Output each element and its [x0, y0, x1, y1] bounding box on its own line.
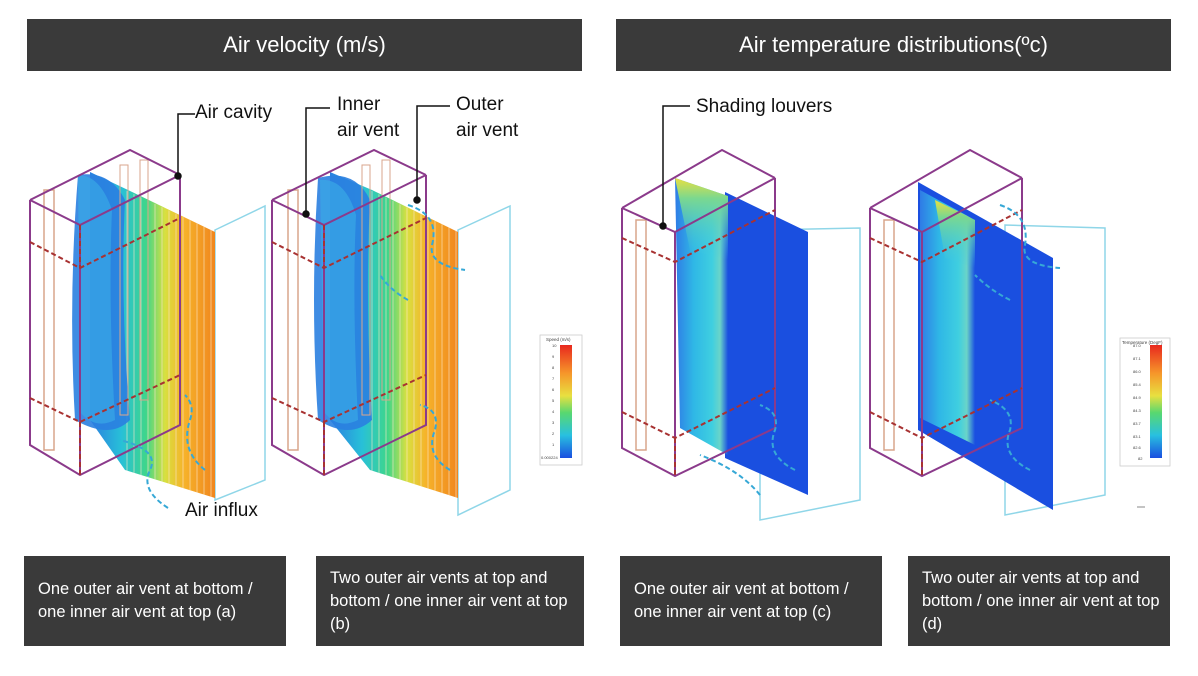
inner-air-vent-line2: air vent [337, 120, 400, 141]
speed-tick: 7 [552, 376, 555, 381]
outer-vent-leader [416, 105, 450, 200]
panel-a-illustration [29, 148, 266, 509]
panel-a-inner-pipe [43, 189, 55, 451]
caption-a-text: One outer air vent at bottom / one inner… [38, 580, 253, 621]
outer-air-vent-line1: Outer [456, 94, 504, 115]
caption-a: One outer air vent at bottom / one inner… [24, 556, 286, 646]
air-cavity-leader [177, 113, 195, 176]
panel-b-inner-pipe [287, 189, 299, 451]
temperature-tick: 84.3 [1133, 408, 1141, 413]
speed-tick: 0.000224 [541, 455, 558, 460]
shading-louvers-label: Shading louvers [696, 96, 833, 117]
caption-c: One outer air vent at bottom / one inner… [620, 556, 882, 646]
panel-b-outer-frame [457, 204, 511, 517]
caption-b: Two outer air vents at top and bottom / … [316, 556, 584, 646]
velocity-header-title: Air velocity (m/s) [223, 32, 386, 57]
speed-tick: 6 [552, 387, 555, 392]
air-cavity-label: Air cavity [195, 102, 273, 123]
caption-b-text: Two outer air vents at top and bottom / … [330, 568, 568, 633]
speed-tick: 5 [552, 398, 555, 403]
temperature-tick: 87.0 [1133, 343, 1141, 348]
caption-c-text: One outer air vent at bottom / one inner… [634, 580, 849, 621]
speed-tick: 9 [552, 354, 555, 359]
speed-colorbar-title: Speed (m/s) [546, 337, 571, 342]
outer-air-vent-label: Outer air vent [456, 92, 518, 144]
outer-air-vent-line2: air vent [456, 120, 519, 141]
temperature-tick: 83.1 [1133, 434, 1141, 439]
temperature-header: Air temperature distributions(ºc) [616, 19, 1171, 71]
velocity-header: Air velocity (m/s) [27, 19, 582, 71]
speed-colorbar [539, 334, 583, 466]
annotation-leaders [174, 105, 690, 230]
panel-d-illustration [869, 148, 1106, 516]
shading-louvers-leader [662, 105, 690, 226]
temperature-tick: 82.6 [1133, 445, 1141, 450]
temperature-tick: 86.0 [1133, 369, 1141, 374]
speed-tick: 10 [552, 343, 557, 348]
temperature-tick: 87.1 [1133, 356, 1141, 361]
temperature-tick: 85.4 [1133, 382, 1141, 387]
temperature-colorbar [1119, 337, 1171, 508]
speed-tick: 8 [552, 365, 555, 370]
panel-c-box-frame [621, 148, 776, 478]
speed-tick: 1 [552, 442, 555, 447]
speed-tick: 2 [552, 431, 555, 436]
panel-c-illustration [621, 148, 861, 521]
panel-a-outer-frame [214, 204, 266, 502]
caption-d: Two outer air vents at top and bottom / … [908, 556, 1170, 646]
panel-b-illustration [271, 148, 511, 517]
speed-tick: 3 [552, 420, 555, 425]
inner-vent-leader [305, 107, 330, 214]
air-influx-label: Air influx [185, 500, 258, 521]
temperature-tick: 82 [1138, 456, 1143, 461]
speed-colorbar-gradient [560, 345, 572, 458]
panel-c-inner-pipe [635, 219, 647, 451]
inner-air-vent-label: Inner air vent [337, 92, 399, 144]
temperature-colorbar-gradient [1150, 345, 1162, 458]
temperature-tick: 84.9 [1133, 395, 1141, 400]
panel-d-inner-pipe [883, 219, 895, 451]
temperature-colorbar-title: Temperature (DegF) [1122, 340, 1163, 345]
panel-d-box-frame [869, 148, 1023, 478]
speed-tick: 4 [552, 409, 555, 414]
temperature-header-title: Air temperature distributions(ºc) [739, 32, 1048, 57]
panel-c-blue-panel [725, 192, 808, 495]
caption-d-text: Two outer air vents at top and bottom / … [922, 568, 1160, 633]
temperature-tick: 83.7 [1133, 421, 1141, 426]
inner-air-vent-line1: Inner [337, 94, 381, 115]
